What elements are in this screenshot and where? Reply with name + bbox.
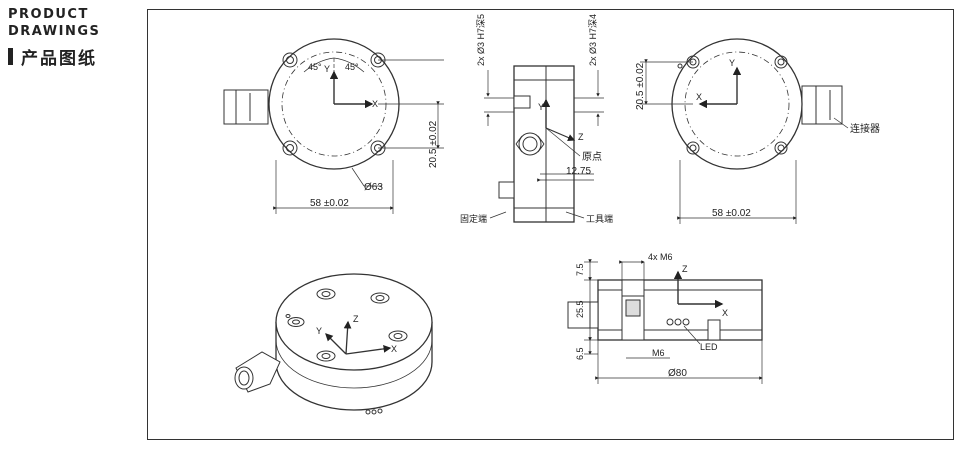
title-accent-bar: [8, 48, 13, 65]
axis-label-x-iso: X: [391, 344, 397, 354]
axis-label-y-left: Y: [324, 64, 330, 74]
tool-end-label: 工具端: [586, 213, 613, 224]
dim-7-5: 7.5: [575, 263, 585, 276]
dim-25-5: 25.5: [575, 300, 585, 318]
height-dim-right: 20.5 ±0.02: [635, 62, 646, 110]
thread-label-bottom: M6: [652, 348, 665, 358]
axis-label-z-iso: Z: [353, 314, 359, 324]
pitch-circle-right: [684, 51, 790, 157]
connector-label: 连接器: [850, 122, 880, 135]
hole-label-right: 2x Ø3 H7深4: [588, 14, 598, 66]
axis-label-x-front: X: [722, 308, 728, 318]
mount-holes-left: [282, 52, 386, 156]
connector-body-right: [801, 85, 843, 125]
axis-label-z-side: Z: [578, 132, 584, 142]
diameter-label-left: Ø63: [364, 182, 383, 193]
title-cn: 产品图纸: [21, 49, 97, 69]
width-dim-left: 58 ±0.02: [310, 198, 349, 209]
width-dim-right: 58 ±0.02: [712, 208, 751, 219]
dim-12-75: 12.75: [566, 166, 591, 177]
fixed-end-label: 固定端: [460, 213, 487, 224]
drawing-frame: [147, 9, 954, 440]
connector-body-left: [223, 89, 269, 125]
diameter-label-front: Ø80: [668, 368, 687, 379]
height-dim-left: 20.5 ±0.02: [428, 120, 439, 168]
dim-6-5: 6.5: [575, 347, 585, 360]
axis-label-z-front: Z: [682, 264, 688, 274]
front-section-view: [567, 259, 763, 384]
title-en-line1: PRODUCT: [8, 7, 89, 22]
side-view: [484, 65, 604, 223]
hole-label-top: 2x Ø3 H7深5: [476, 14, 486, 66]
axis-label-x-right: X: [696, 92, 702, 102]
axis-label-y-right: Y: [729, 58, 735, 68]
title-en-line2: DRAWINGS: [8, 24, 101, 39]
top-view-right: [640, 38, 849, 224]
thread-label-top: 4x M6: [648, 252, 673, 262]
axis-label-y-side: Y: [538, 102, 544, 112]
product-drawings-title: PRODUCT DRAWINGS 产品图纸: [8, 6, 138, 69]
isometric-view: [234, 273, 433, 415]
origin-label: 原点: [582, 151, 602, 163]
iso-top-face: [275, 273, 433, 371]
top-view-left: [223, 38, 444, 214]
led-label: LED: [700, 342, 718, 352]
angle-label-b: 45°: [345, 62, 359, 72]
axis-label-x-left: X: [372, 99, 378, 109]
title-cn-row: 产品图纸: [8, 44, 138, 69]
axis-label-y-iso: Y: [316, 326, 322, 336]
angle-label-a: 45°: [308, 62, 322, 72]
